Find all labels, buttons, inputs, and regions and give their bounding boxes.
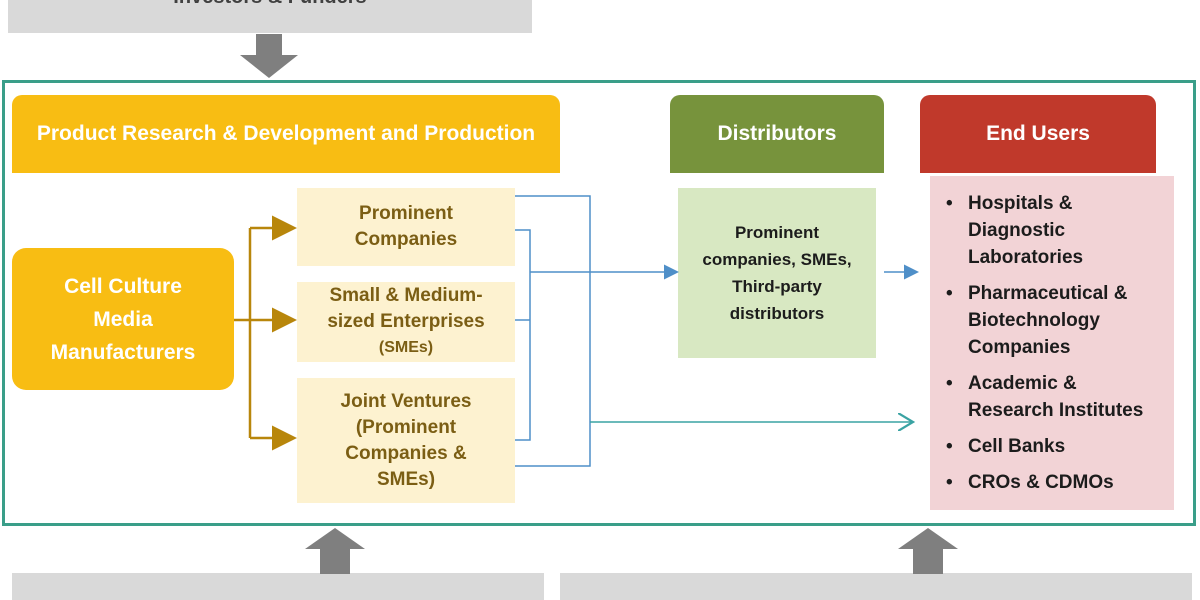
- investors-box: Investors & Funders: [8, 0, 532, 33]
- dist-line4: distributors: [729, 304, 825, 323]
- up-arrow-bottom-right: [898, 528, 958, 574]
- end-user-item: Cell Banks: [946, 433, 1164, 460]
- smes-line1: Small & Medium-: [329, 285, 483, 306]
- bottom-left-box: [12, 573, 544, 600]
- jv-line2: (Prominent: [355, 416, 457, 438]
- bottom-right-box: [560, 573, 1192, 600]
- distributors-header: Distributors: [670, 95, 884, 173]
- manufacturer-line3: Manufacturers: [50, 340, 196, 364]
- prominent-line2: Companies: [354, 229, 458, 250]
- jv-line3: Companies &: [345, 442, 467, 464]
- end-user-item: Academic &Research Institutes: [946, 370, 1164, 424]
- value-chain-frame: [2, 80, 1196, 526]
- investors-label: Investors & Funders: [8, 0, 532, 9]
- up-arrow-bottom-left: [305, 528, 365, 574]
- end-users-header: End Users: [920, 95, 1156, 173]
- smes-line3: (SMEs): [378, 339, 434, 356]
- dist-line1: Prominent: [734, 223, 820, 242]
- manufacturer-to-companies-arrows: [234, 215, 297, 451]
- down-arrow-top: [240, 34, 298, 78]
- dist-line3: Third-party: [732, 277, 822, 296]
- smes-box: Small & Medium- sized Enterprises (SMEs): [297, 282, 515, 362]
- joint-ventures-box: Joint Ventures (Prominent Companies & SM…: [297, 378, 515, 503]
- rd-header: Product Research & Development and Produ…: [12, 95, 560, 173]
- jv-line1: Joint Ventures: [340, 390, 472, 412]
- smes-line2: sized Enterprises: [327, 311, 485, 332]
- distributors-body: Prominent companies, SMEs, Third-party d…: [678, 188, 876, 358]
- jv-line4: SMEs): [376, 468, 436, 490]
- manufacturer-box: Cell Culture Media Manufacturers: [12, 248, 234, 390]
- prominent-line1: Prominent: [359, 203, 453, 224]
- companies-to-distributors-lines: [515, 195, 919, 467]
- dist-line2: companies, SMEs,: [702, 250, 852, 269]
- manufacturer-line2: Media: [93, 307, 153, 331]
- end-user-item: CROs & CDMOs: [946, 469, 1164, 496]
- prominent-companies-box: Prominent Companies: [297, 188, 515, 266]
- manufacturer-line1: Cell Culture: [64, 274, 182, 298]
